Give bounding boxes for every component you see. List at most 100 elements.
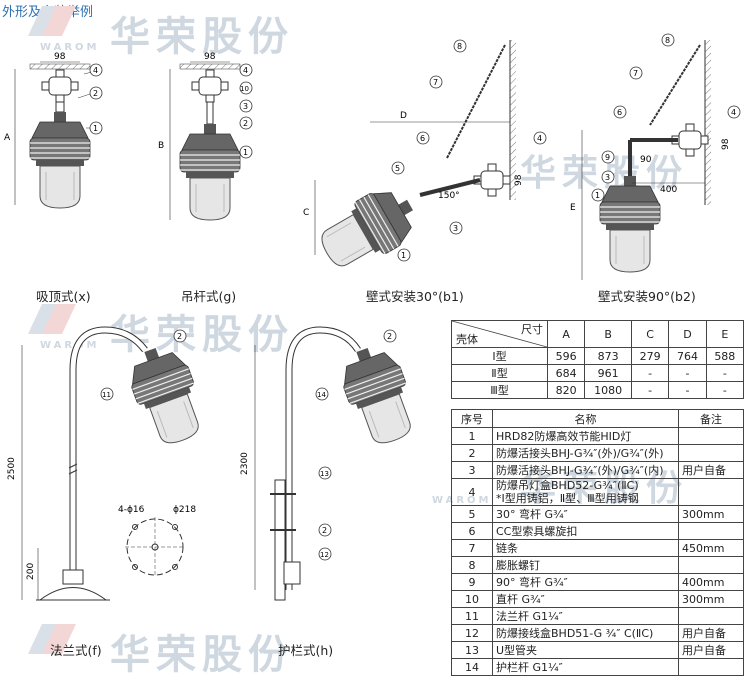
dims-corner-top: 尺寸 xyxy=(521,323,543,336)
svg-text:3: 3 xyxy=(243,102,248,111)
part-note: 300mm xyxy=(678,590,744,608)
dims-cell: - xyxy=(668,364,707,382)
dims-cell: 279 xyxy=(630,347,670,365)
table-row: Ⅱ型 684 961 - - - xyxy=(451,364,745,382)
svg-text:1: 1 xyxy=(243,148,248,157)
svg-text:2: 2 xyxy=(322,526,327,535)
dims-cell: 764 xyxy=(668,347,707,365)
parts-header-no: 序号 xyxy=(451,409,493,428)
part-note: 400mm xyxy=(678,573,744,591)
part-no: 5 xyxy=(451,505,493,523)
warom-logo-icon xyxy=(28,624,76,654)
svg-text:7: 7 xyxy=(633,69,638,78)
watermark-top: 华荣股份 WAROM xyxy=(12,2,372,62)
dim-A: A xyxy=(4,133,11,143)
part-no: 9 xyxy=(451,573,493,591)
part-name: 膨胀螺钉 xyxy=(492,556,679,574)
part-name: 30° 弯杆 G¾″ xyxy=(492,505,679,523)
dims-type: Ⅰ型 xyxy=(451,347,548,365)
part-no: 12 xyxy=(451,624,493,642)
parts-header-name: 名称 xyxy=(492,409,679,428)
caption-b2: 壁式安装90°(b2) xyxy=(598,289,696,304)
dim-400: 400 xyxy=(660,185,677,195)
svg-text:8: 8 xyxy=(457,42,462,51)
svg-text:4: 4 xyxy=(537,134,542,143)
part-note xyxy=(678,607,744,625)
svg-text:6: 6 xyxy=(420,134,425,143)
part-name: 防爆活接头BHJ-G¾″(外)/G¾″(内) xyxy=(492,461,679,479)
part-name: 防爆接线盒BHD51-G ¾″ C(ⅡC) xyxy=(492,624,679,642)
svg-text:5: 5 xyxy=(395,164,400,173)
part-no: 2 xyxy=(451,444,493,462)
svg-text:2: 2 xyxy=(387,332,392,341)
watermark-bottom: 华荣股份 xyxy=(12,620,372,680)
dim-2300: 2300 xyxy=(240,452,250,475)
drawing-h: 2300 2 14 13 2 12 xyxy=(240,326,424,601)
dim-98-g: 98 xyxy=(204,52,216,62)
svg-text:2: 2 xyxy=(243,119,248,128)
dims-cell: 1080 xyxy=(584,381,632,399)
dims-cell: - xyxy=(630,381,670,399)
part-no: 14 xyxy=(451,658,493,676)
caption-g: 吊杆式(g) xyxy=(181,289,237,304)
angle-150: 150° xyxy=(438,191,460,201)
dim-98-b2: 98 xyxy=(721,138,731,150)
dims-header: E xyxy=(705,320,745,348)
part-note: 用户自备 xyxy=(678,461,744,479)
svg-text:12: 12 xyxy=(320,551,329,559)
part-note xyxy=(678,522,744,540)
part-name: 法兰杆 G1¼″ xyxy=(492,607,679,625)
svg-text:1: 1 xyxy=(401,251,406,260)
caption-b1: 壁式安装30°(b1) xyxy=(366,289,464,304)
warom-logo-icon xyxy=(28,6,76,36)
dims-corner: 尺寸 壳体 xyxy=(451,320,548,348)
dims-cell: - xyxy=(630,364,670,382)
part-name: 直杆 G¾″ xyxy=(492,590,679,608)
watermark-brand: 华荣股份 xyxy=(110,632,294,678)
drawing-b2: 400 90 E 98 8 7 6 4 9 3 1 xyxy=(570,33,741,280)
part-no: 4 xyxy=(451,478,493,506)
part-no: 7 xyxy=(451,539,493,557)
part-note xyxy=(678,444,744,462)
part-no: 1 xyxy=(451,427,493,445)
dims-cell: 684 xyxy=(546,364,586,382)
svg-text:9: 9 xyxy=(605,153,610,162)
part-no: 10 xyxy=(451,590,493,608)
dims-type: Ⅱ型 xyxy=(451,364,548,382)
svg-text:3: 3 xyxy=(605,173,610,182)
caption-h: 护栏式(h) xyxy=(278,643,334,658)
part-name: U型管夹 xyxy=(492,641,679,659)
dims-header: A xyxy=(546,320,586,348)
svg-text:14: 14 xyxy=(317,391,326,399)
dims-cell: 820 xyxy=(546,381,586,399)
svg-text:10: 10 xyxy=(240,85,249,93)
part-note xyxy=(678,478,744,506)
svg-text:2: 2 xyxy=(177,332,182,341)
part-note xyxy=(678,427,744,445)
svg-text:1: 1 xyxy=(93,124,98,133)
part-no: 6 xyxy=(451,522,493,540)
svg-text:8: 8 xyxy=(665,36,670,45)
holes-label: 4-ϕ16 xyxy=(118,505,145,515)
part-note: 用户自备 xyxy=(678,641,744,659)
dims-cell: 873 xyxy=(584,347,632,365)
svg-text:4: 4 xyxy=(731,108,736,117)
part-name: 防爆活接头BHJ-G¾″(外)/G¾″(外) xyxy=(492,444,679,462)
svg-text:13: 13 xyxy=(320,470,329,478)
part-name: 链条 xyxy=(492,539,679,557)
part-name: CC型索具螺旋扣 xyxy=(492,522,679,540)
drawing-x: 98 A 4 2 1 xyxy=(4,52,103,209)
svg-text:4: 4 xyxy=(93,66,98,75)
part-note: 450mm xyxy=(678,539,744,557)
table-row: Ⅲ型 820 1080 - - - xyxy=(451,381,745,399)
dims-header: D xyxy=(668,320,707,348)
